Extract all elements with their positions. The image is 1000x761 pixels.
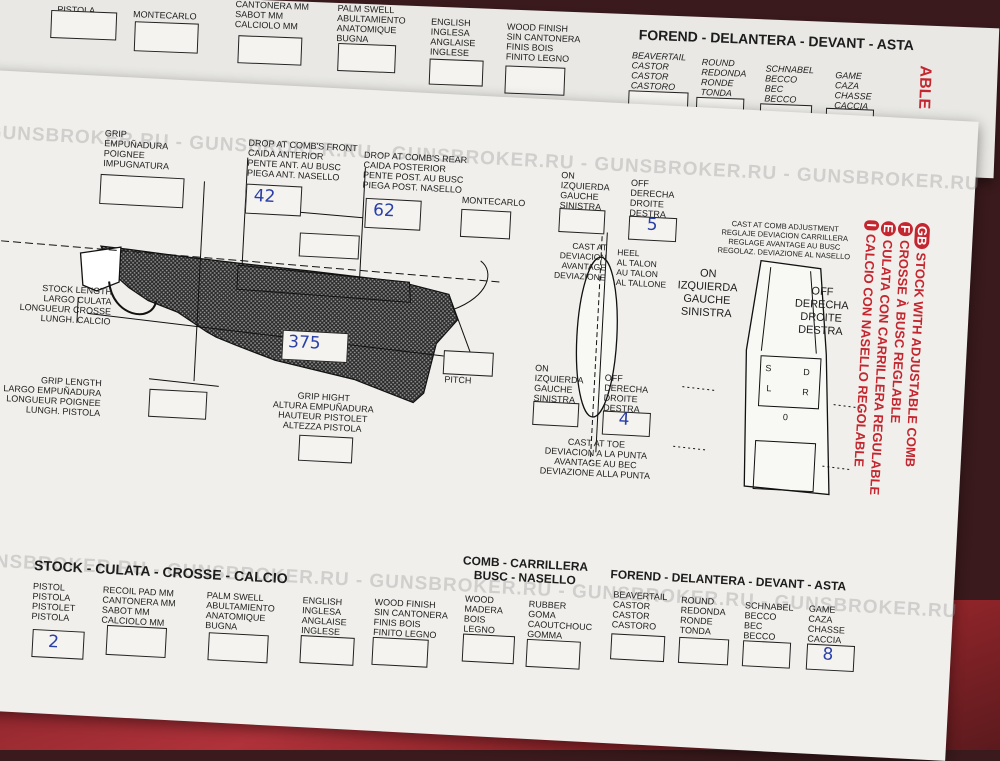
drop-rear-label: DROP AT COMB'S REAR CAIDA POSTERIOR PENT… bbox=[362, 149, 468, 195]
top-forend-title: FOREND - DELANTERA - DEVANT - ASTA bbox=[638, 26, 915, 54]
comb-plate bbox=[743, 259, 830, 496]
cast-comb-label: CAST AT COMB ADJUSTMENT REGLAJE DEVIACIO… bbox=[717, 219, 851, 262]
side-title-block: GBSTOCK WITH ADJUSTABLE COMB FCROSSE À B… bbox=[849, 219, 931, 498]
round-box[interactable] bbox=[677, 636, 730, 666]
game-label: GAME CAZA CHASSE CACCIA bbox=[807, 603, 846, 646]
plate-l-label: L bbox=[766, 383, 772, 394]
plate-d-label: D bbox=[803, 366, 811, 378]
palm-label: PALM SWELL ABULTAMIENTO ANATOMIQUE BUGNA bbox=[204, 590, 275, 632]
wood-finish-box[interactable] bbox=[371, 636, 429, 668]
pitch-label: PITCH bbox=[444, 374, 472, 386]
wood-box[interactable] bbox=[461, 633, 516, 665]
schnabel-box[interactable] bbox=[741, 640, 792, 669]
stock-diagram bbox=[1, 157, 862, 496]
top-round-label: ROUND REDONDA RONDE TONDA bbox=[700, 56, 747, 99]
top-cantonera-box[interactable] bbox=[237, 35, 303, 66]
cast-off-top-handwritten: 5 bbox=[646, 214, 659, 236]
stock-length-handwritten: 375 bbox=[287, 331, 322, 354]
cast-on-bottom-box[interactable] bbox=[532, 400, 580, 428]
comb-off-label: OFF DERECHA DROITE DESTRA bbox=[794, 285, 849, 338]
top-beavertail-label: BEAVERTAIL CASTOR CASTOR CASTORO bbox=[630, 50, 687, 92]
receiver bbox=[79, 246, 122, 292]
top-montecarlo-box[interactable] bbox=[133, 21, 199, 54]
grip-hight-label: GRIP HIGHT ALTURA EMPUÑADURA HAUTEUR PIS… bbox=[272, 390, 374, 434]
plate-zero-label: 0 bbox=[782, 411, 789, 423]
top-game-label: GAME CAZA CHASSE CACCIA bbox=[834, 70, 872, 112]
cast-toe-label: CAST AT TOE DEVIACION A LA PUNTA AVANTAG… bbox=[539, 436, 651, 482]
plate-s-label: S bbox=[765, 363, 772, 374]
drop-front-label: DROP AT COMB'S FRONT CAIDA ANTERIOR PENT… bbox=[246, 137, 358, 183]
cast-off-bottom-label: OFF DERECHA DROITE DESTRA bbox=[602, 372, 649, 415]
comb-length-box[interactable] bbox=[298, 232, 360, 260]
top-wood-finish-box[interactable] bbox=[504, 65, 566, 96]
schnabel-label: SCHNABEL BECCO BEC BECCO bbox=[743, 600, 794, 642]
top-palm-label: PALM SWELL ABULTAMIENTO ANATOMIQUE BUGNA bbox=[336, 2, 406, 45]
main-page: GUNSBROKER.RU - GUNSBROKER.RU - GUNSBROK… bbox=[0, 70, 980, 761]
cast-off-bottom-handwritten: 4 bbox=[618, 409, 630, 430]
cast-on-bottom-label: ON IZQUIERDA GAUCHE SINISTRA bbox=[533, 362, 584, 406]
palm-box[interactable] bbox=[207, 632, 269, 664]
trigger-guard bbox=[108, 281, 158, 316]
pistol-label: PISTOL PISTOLA PISTOLET PISTOLA bbox=[31, 580, 76, 623]
top-montecarlo-label: MONTECARLO bbox=[132, 9, 197, 22]
comb-shape bbox=[236, 264, 411, 303]
cast-on-top-label: ON IZQUIERDA GAUCHE SINISTRA bbox=[559, 170, 610, 213]
f-code: F bbox=[897, 221, 914, 237]
grip-box[interactable] bbox=[99, 173, 185, 209]
beavertail-box[interactable] bbox=[610, 633, 666, 663]
top-pistola-box[interactable] bbox=[50, 9, 118, 41]
recoil-label: RECOIL PAD mm CANTONERA mm SABOT mm CALC… bbox=[101, 584, 176, 628]
game-handwritten: 8 bbox=[822, 644, 834, 665]
rubber-label: RUBBER GOMA CAOUTCHOUC GOMMA bbox=[526, 598, 593, 641]
heel-label: HEEL AL TALON AU TALON AL TALLONE bbox=[615, 247, 667, 290]
wood-finish-label: WOOD FINISH SIN CANTONERA FINIS BOIS FIN… bbox=[372, 596, 449, 641]
recoil-box[interactable] bbox=[105, 624, 168, 658]
i-code: I bbox=[863, 219, 880, 231]
top-cantonera-label: CANTONERA mm SABOT mm CALCIOLO mm bbox=[234, 0, 310, 32]
grip-length-box[interactable] bbox=[148, 388, 208, 420]
e-code: E bbox=[880, 220, 897, 237]
cast-off-top-label: OFF DERECHA DROITE DESTRA bbox=[629, 177, 675, 220]
beavertail-label: BEAVERTAIL CASTOR CASTOR CASTORO bbox=[611, 589, 668, 632]
cast-heel-label: CAST AT DEVIACION AVANTAGE DEVIAZIONE bbox=[553, 240, 608, 283]
grip-hight-box[interactable] bbox=[297, 434, 354, 464]
round-label: ROUND REDONDA RONDE TONDA bbox=[679, 594, 726, 637]
top-english-label: ENGLISH INGLESA ANGLAISE INGLESE bbox=[429, 16, 476, 59]
rubber-box[interactable] bbox=[525, 638, 581, 670]
grip-length-label: GRIP LENGTH LARGO EMPUÑADURA LONGUEUR PO… bbox=[3, 375, 103, 419]
top-palm-box[interactable] bbox=[337, 43, 397, 74]
wood-label: WOOD MADERA BOIS LEGNO bbox=[463, 593, 504, 636]
top-side-text: ABLE bbox=[915, 65, 934, 110]
plate-r-label: R bbox=[802, 386, 810, 398]
grip-label: GRIP EMPUÑADURA POIGNEE IMPUGNATURA bbox=[103, 128, 170, 172]
pitch-box[interactable] bbox=[442, 350, 494, 377]
top-schnabel-label: SCHNABEL BECCO BEC BECCO bbox=[764, 63, 815, 105]
top-wood-finish-label: WOOD FINISH SIN CANTONERA FINIS BOIS FIN… bbox=[505, 21, 581, 64]
drop-rear-handwritten: 62 bbox=[372, 200, 396, 222]
gb-code: GB bbox=[913, 222, 931, 249]
pistol-handwritten: 2 bbox=[47, 631, 60, 653]
montecarlo-box[interactable] bbox=[459, 208, 512, 240]
top-english-box[interactable] bbox=[428, 58, 484, 87]
english-label: ENGLISH INGLESA ANGLAISE INGLESE bbox=[300, 595, 347, 638]
comb-on-label: ON IZQUIERDA GAUCHE SINISTRA bbox=[677, 267, 738, 321]
drop-front-handwritten: 42 bbox=[253, 185, 276, 208]
english-box[interactable] bbox=[299, 635, 355, 666]
cast-on-top-box[interactable] bbox=[558, 207, 606, 235]
stock-length-label: STOCK LENGTH LARGO CULATA LONGUEUR CROSS… bbox=[19, 283, 113, 327]
